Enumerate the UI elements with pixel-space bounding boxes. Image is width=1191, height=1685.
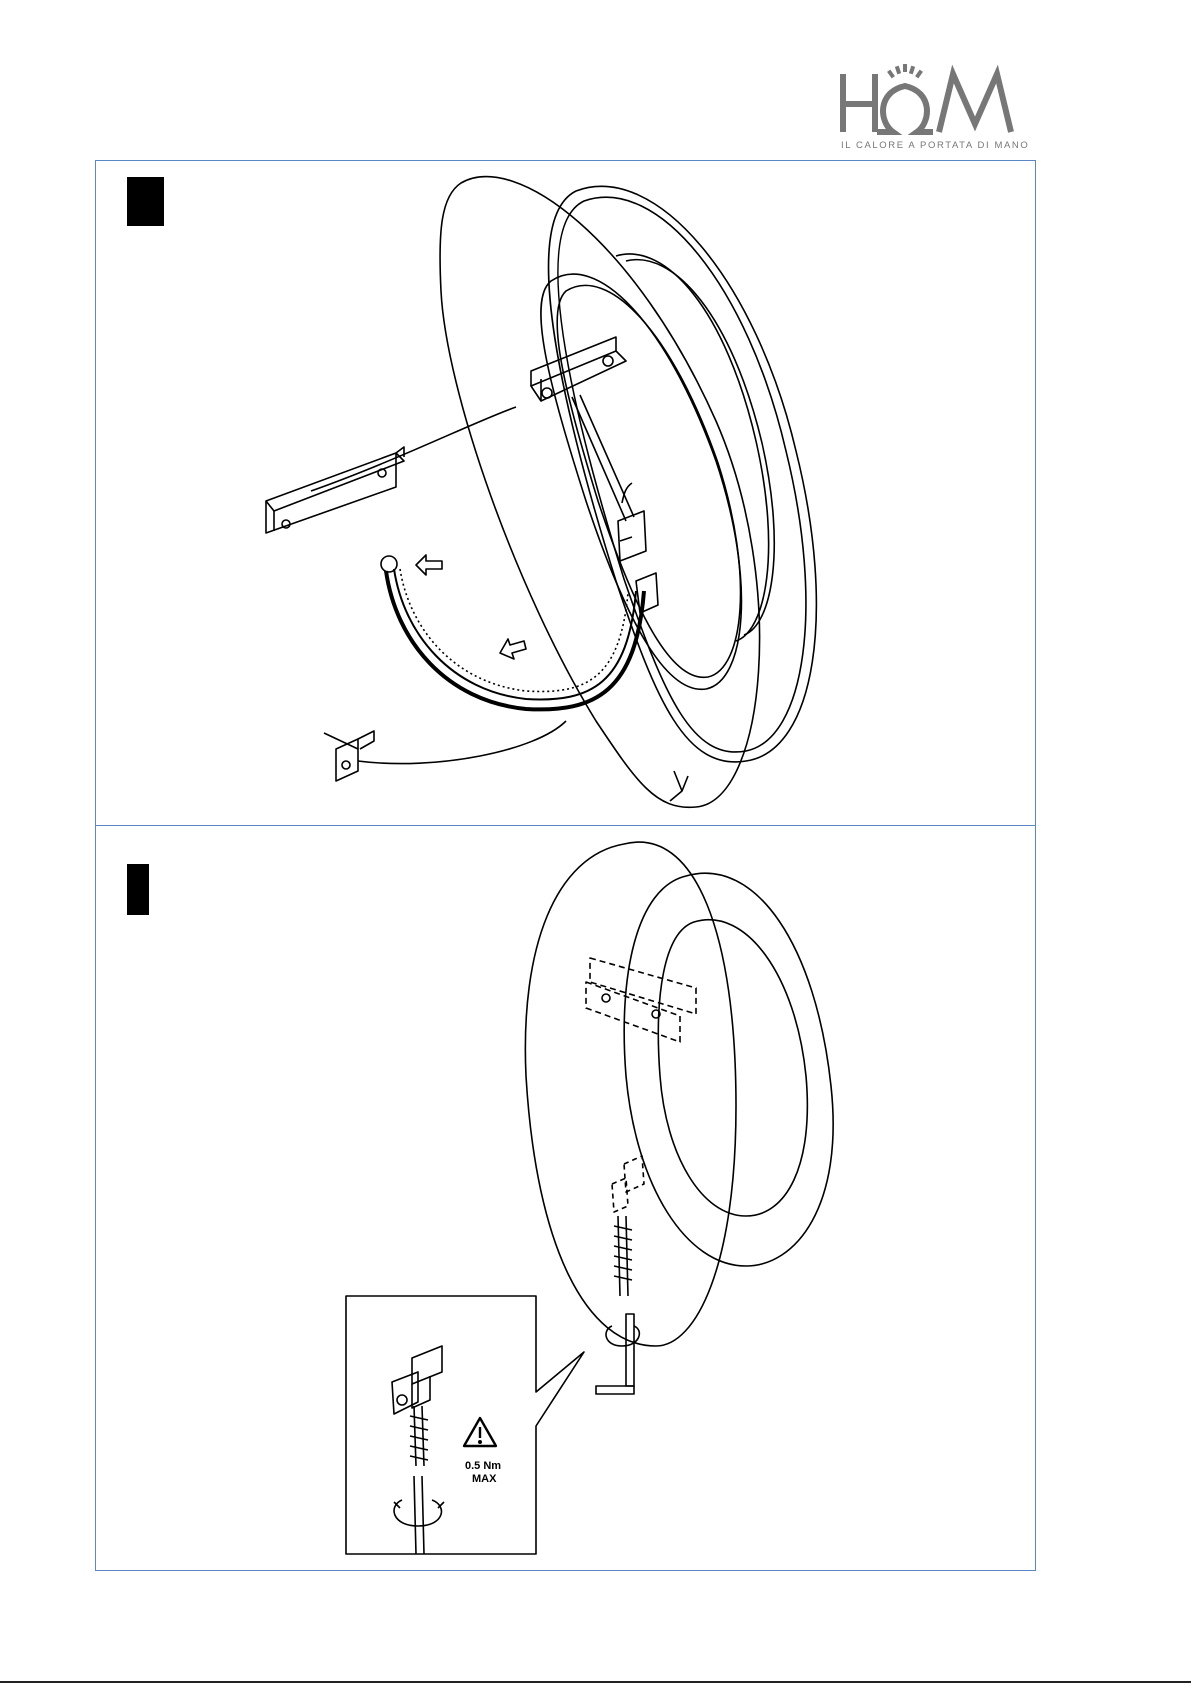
torque-value: 0.5 Nm [465, 1460, 501, 1472]
brand-logo: IL CALORE A PORTATA DI MANO [835, 62, 1030, 154]
page-bottom-rule [0, 1681, 1191, 1683]
torque-limit: MAX [472, 1473, 497, 1485]
logo-tagline: IL CALORE A PORTATA DI MANO [841, 140, 1029, 151]
step-2-panel: 0.5 Nm MAX [95, 825, 1036, 1571]
hom-logo-mark: IL CALORE A PORTATA DI MANO [835, 62, 1030, 154]
step-2-illustration: 0.5 Nm MAX [96, 826, 1037, 1572]
step-1-illustration [96, 161, 1037, 827]
step-1-panel [95, 160, 1036, 826]
